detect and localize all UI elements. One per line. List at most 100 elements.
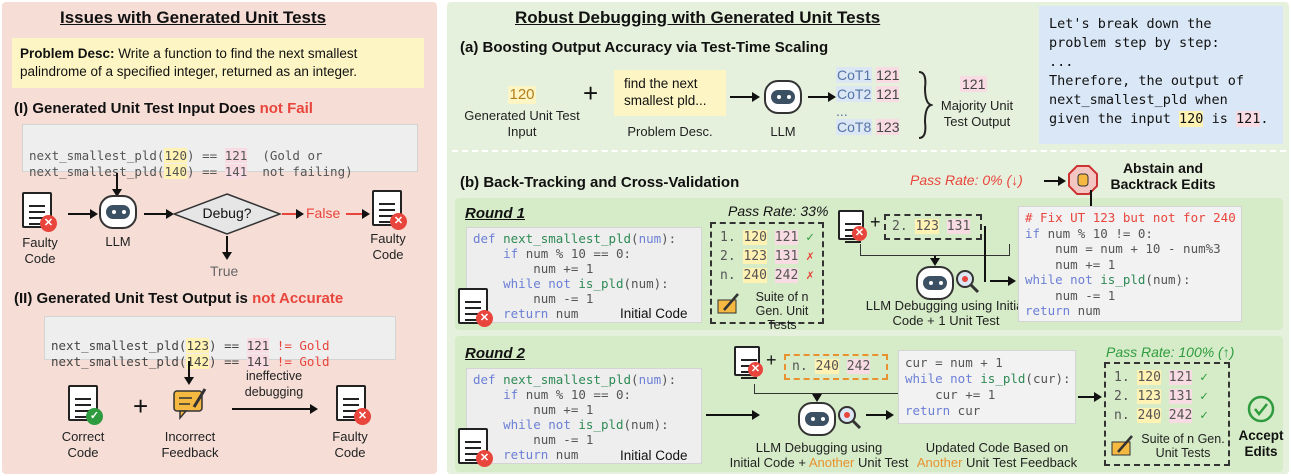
section-2-highlight: not Accurate [252,290,344,307]
connector-line [984,226,986,282]
gen-input-value: 120 [508,86,536,104]
suite-label-1: Suite of n Gen. Unit Tests [755,290,809,332]
fixed-code-1: # Fix UT 123 but not for 240 if num % 10… [1018,206,1242,322]
arrow [144,209,174,219]
arrow [68,209,98,219]
fail-badge-icon: ✕ [852,226,867,241]
plus-sign: + [870,212,881,232]
initial-code-2: def next_smallest_pld(num): if num % 10 … [466,368,702,464]
suite-box-2 [1104,362,1230,466]
cot-item: CoT8 123 [836,119,900,135]
arrow [808,92,836,102]
cot-item: CoT2 121 [836,86,900,102]
fail-badge-icon: ✕ [40,215,57,232]
majority-value: 121 [960,76,988,92]
plus-sign: + [133,391,149,421]
suite-2-list: 1. 120 121 ✓ 2. 123 131 ✓ n. 240 242 ✓ [1114,370,1208,423]
majority-label: Majority Unit Test Output [940,98,1014,129]
plus-sign: + [583,78,599,108]
round-1-title: Round 1 [465,205,525,222]
arrow [222,236,232,260]
feedback-pencil-icon [173,388,207,421]
problem-text: Write a function to find the next smalle… [20,46,358,79]
fail-badge-icon: ✕ [476,310,493,327]
arrow [990,276,1016,286]
faulty-code-label-1: Faulty Code [22,235,58,266]
cot-list: CoT1 121 CoT2 121 ... CoT8 123 [836,66,918,137]
arrow [866,410,894,420]
problem-label: Problem Desc: [20,46,115,61]
cot-reasoning-bubble: Let's break down the problem step by ste… [1039,6,1283,144]
pass-rate-33: Pass Rate: 33% [728,203,829,219]
correct-code-label: Correct Code [61,429,105,460]
accept-label: Accept Edits [1238,428,1284,459]
arrow [112,173,122,197]
llm-label: LLM [105,234,131,249]
incorrect-feedback-label: Incorrect Feedback [161,429,219,460]
code-box-1: next_smallest_pld(120) == 121 (Gold or n… [22,124,418,179]
arrow [184,361,194,385]
plus-sign: + [766,350,777,370]
initial-code-label-2: Initial Code [620,448,688,463]
suite-1-list: 1. 120 121 ✓ 2. 123 131 ✗ n. 240 242 ✗ [720,230,814,283]
section-a-heading: (a) Boosting Output Accuracy via Test-Ti… [460,39,829,56]
llm-robot-icon [764,80,802,114]
faulty-code-label-2: Faulty Code [370,231,406,262]
left-title: Issues with Generated Unit Tests [60,8,327,27]
faulty-code-icon [838,210,864,240]
cot-item: CoT1 121 [836,67,900,83]
fail-badge-icon: ✕ [390,213,407,230]
faulty-code-icon-3 [336,385,366,421]
true-label: True [210,263,239,279]
pass-badge-icon: ✓ [86,408,103,425]
divider [452,150,1286,152]
arrow [232,404,318,414]
problem-snippet-box: find the next smallest pld... [614,70,726,116]
initial-code-1: def next_smallest_pld(num): if num % 10 … [466,227,702,323]
section-1-heading: (I) Generated Unit Test Input Does not F… [14,100,313,117]
pass-rate-zero: Pass Rate: 0% (↓) [910,172,1023,188]
section-1-highlight: not Fail [259,100,313,117]
arrow [706,410,760,420]
single-unit-test-2: n. 240 242 [784,354,888,380]
code-box-2: next_smallest_pld(123) == 121 != Gold ne… [44,316,396,369]
single-unit-test-1: 2. 123 131 [884,214,982,240]
ineffective-label: ineffective debugging [244,369,304,399]
llm-robot-icon [798,402,836,436]
problem-desc-label: Problem Desc. [627,124,713,139]
false-label: False [306,205,341,221]
bracket [860,244,1010,256]
suite-box-1 [710,222,824,324]
arrow [1044,176,1066,186]
arrow [282,209,304,219]
problem-desc-box: Problem Desc: Write a function to find t… [12,38,424,88]
debug-question: Debug? [202,205,252,221]
initial-code-label-1: Initial Code [620,306,688,321]
arrow [812,394,822,402]
arrow [1078,392,1102,402]
right-title: Robust Debugging with Generated Unit Tes… [515,8,881,27]
arrow [730,92,760,102]
magnifier-bug-icon [838,406,862,430]
section-2-heading: (II) Generated Unit Test Output is not A… [14,290,344,307]
brace-icon [918,71,933,139]
round-2-title: Round 2 [465,345,525,362]
stop-hand-icon [1068,165,1098,195]
llm-robot-icon [99,195,137,229]
gen-input-label: Generated Unit Test Input [464,108,580,139]
faulty-code-label-3: Faulty Code [332,429,368,460]
cot-item: ... [836,103,848,119]
magnifier-bug-icon [956,270,980,294]
abstain-label: Abstain and Backtrack Edits [1110,160,1216,192]
arrow [346,209,370,219]
arrow [930,256,940,266]
fail-badge-icon: ✕ [476,450,493,467]
debug-1-label: LLM Debugging using Initial Code + 1 Uni… [865,298,1027,328]
suite-pencil-icon [1111,435,1133,456]
bracket [754,384,904,394]
section-b-heading: (b) Back-Tracking and Cross-Validation [460,174,740,191]
pass-rate-100: Pass Rate: 100% (↑) [1106,344,1235,360]
connector-line [1090,190,1092,206]
